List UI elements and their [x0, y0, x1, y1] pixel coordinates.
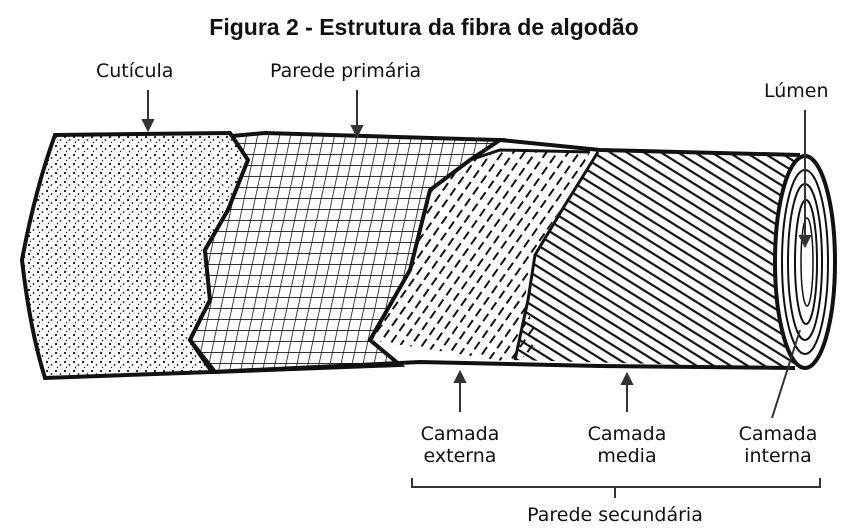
label-cuticula: Cutícula [96, 60, 173, 82]
label-lumen: Lúmen [764, 80, 829, 102]
lumen-opening [801, 218, 813, 306]
label-camada-media: Camadamedia [579, 423, 675, 467]
label-camada-externa: Camadaexterna [412, 423, 508, 467]
parede-secundaria-bracket [412, 478, 820, 498]
label-camada-interna: Camadainterna [730, 423, 826, 467]
label-parede-primaria: Parede primária [270, 60, 421, 82]
label-parede-secundaria: Parede secundária [505, 504, 725, 526]
